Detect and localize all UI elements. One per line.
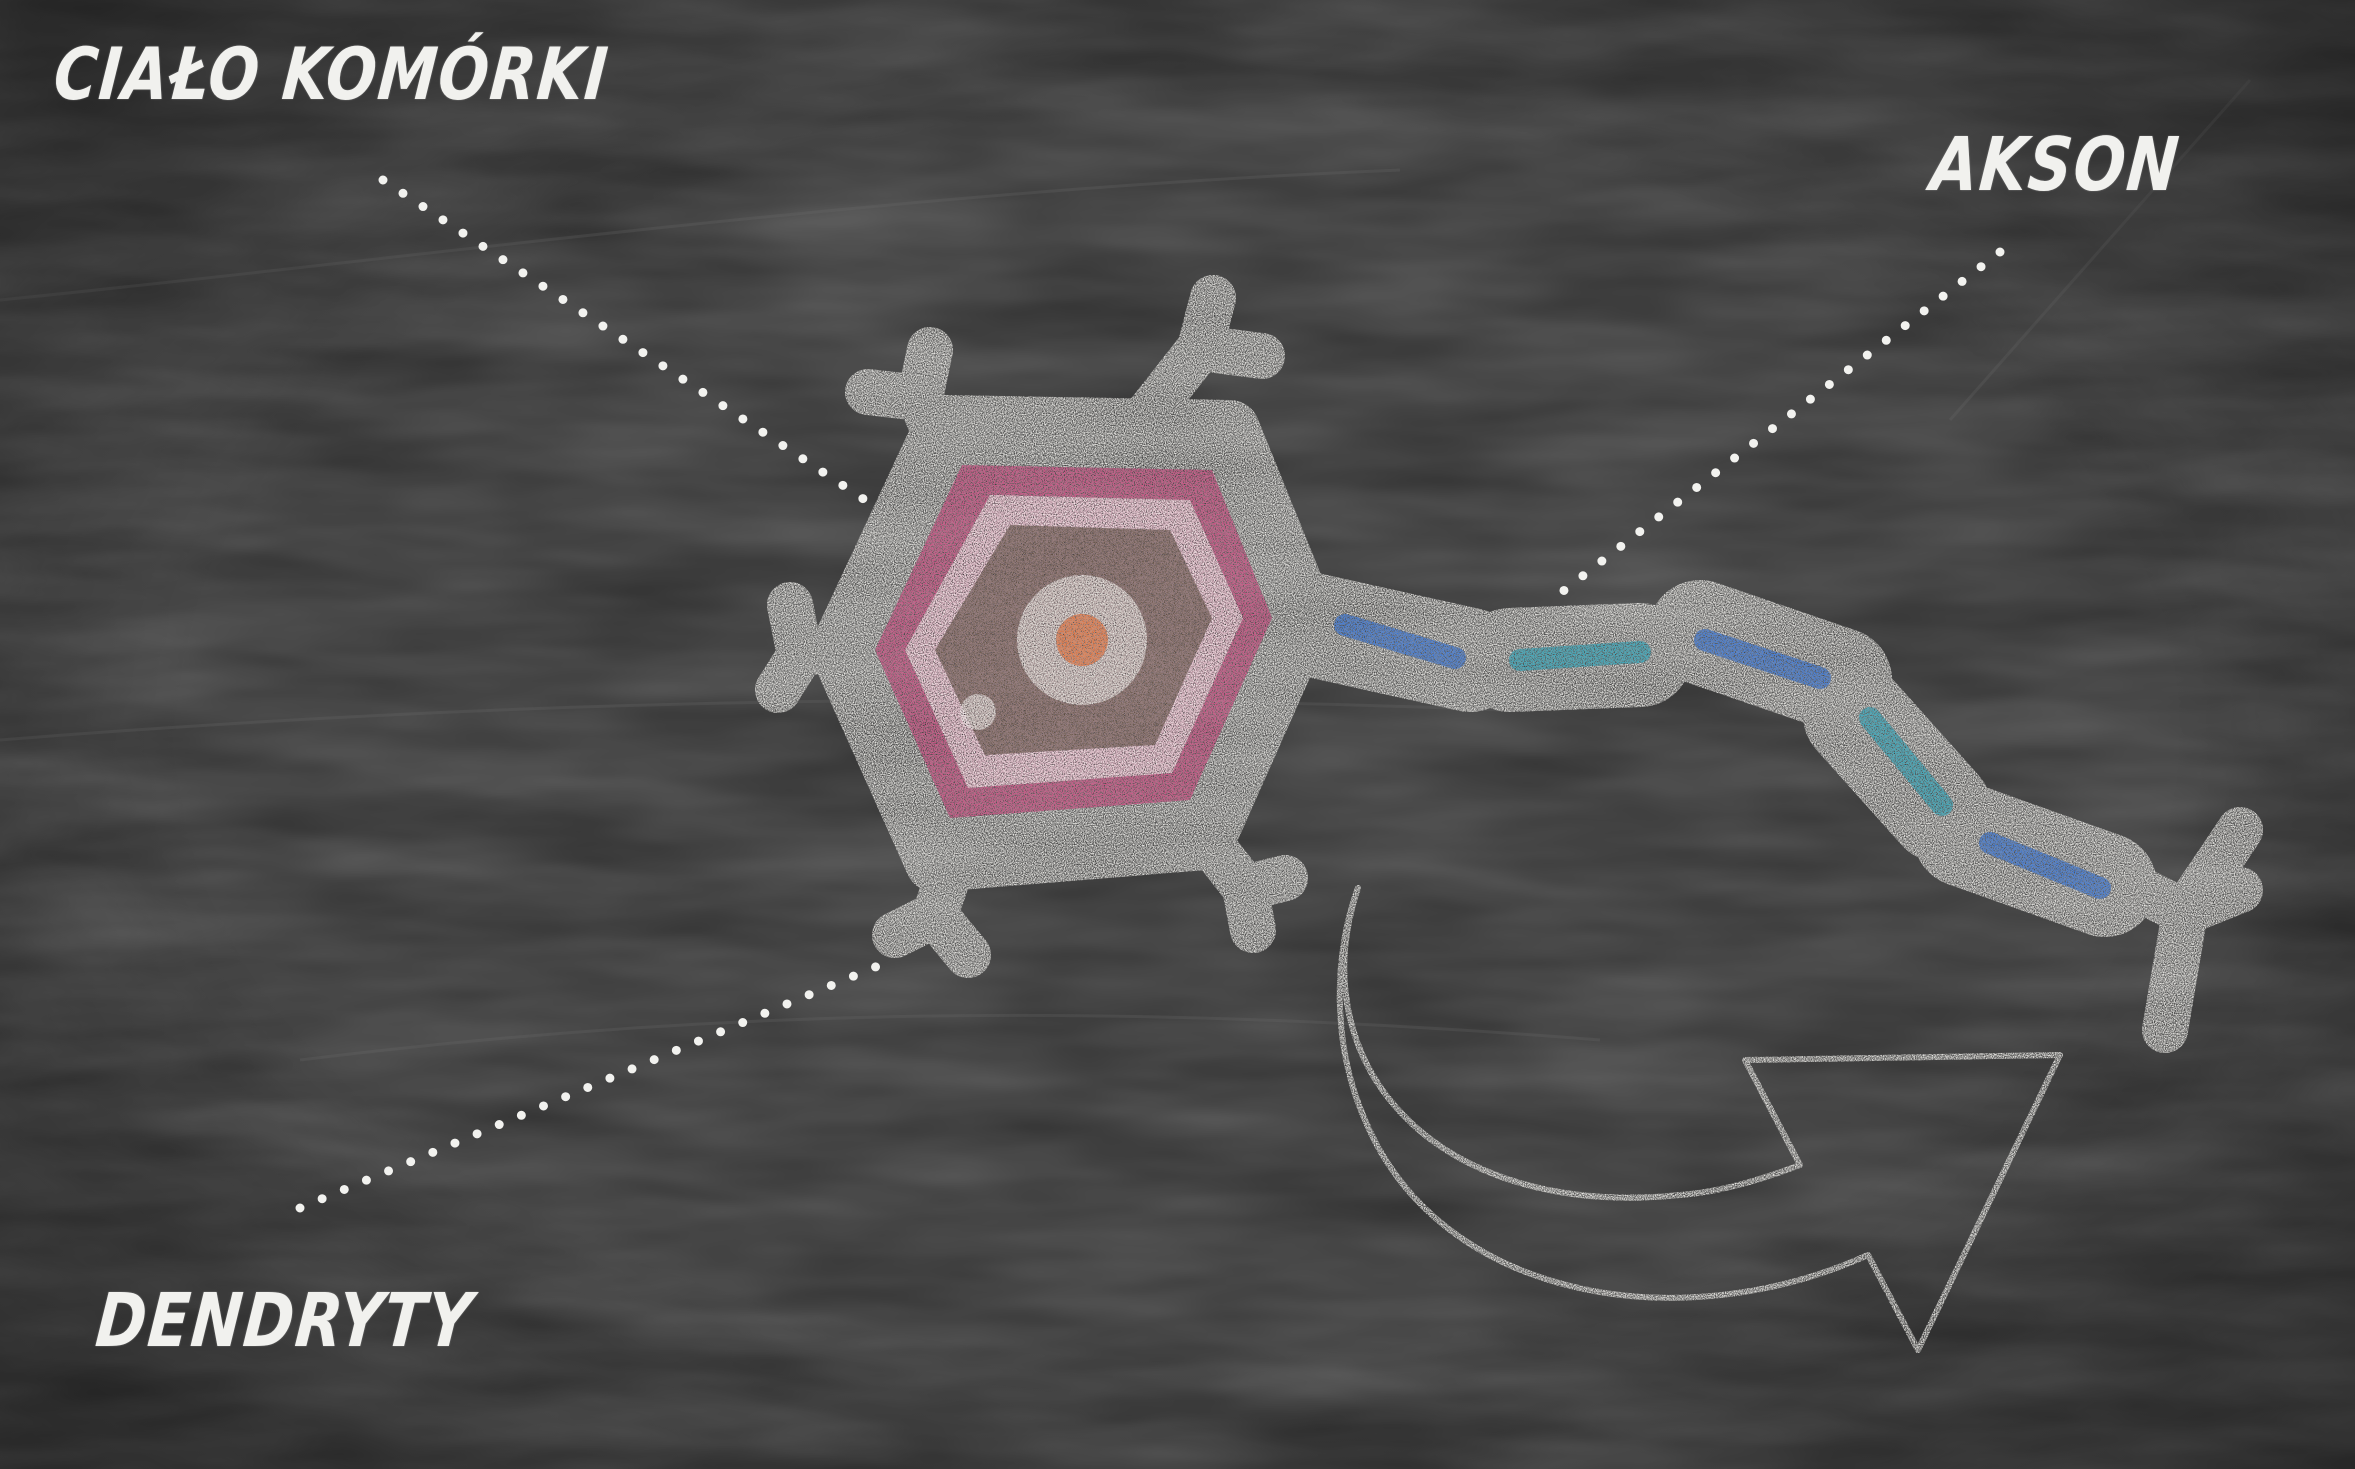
nucleolus — [1056, 614, 1108, 666]
pointer-line-cell-body — [378, 175, 885, 515]
myelin-segment-1 — [1334, 614, 1466, 669]
label-axon: AKSON — [1927, 122, 2184, 208]
myelin-segment-2 — [1509, 641, 1651, 671]
myelin-segment-3 — [1694, 629, 1831, 689]
myelin-segments — [1334, 614, 2111, 899]
neuron — [755, 275, 2263, 1353]
myelin-segment-4 — [1859, 707, 1953, 816]
myelin-segment-5 — [1979, 832, 2111, 899]
pointer-line-axon — [1557, 247, 2005, 597]
pointer-lines — [295, 175, 2005, 1213]
dendrite-top-right — [1122, 275, 1285, 441]
label-cell-body: CIAŁO KOMÓRKI — [50, 32, 613, 116]
vesicle — [960, 694, 996, 730]
curved-arrow-icon — [1336, 885, 2063, 1353]
label-dendrites: DENDRYTY — [92, 1278, 477, 1364]
